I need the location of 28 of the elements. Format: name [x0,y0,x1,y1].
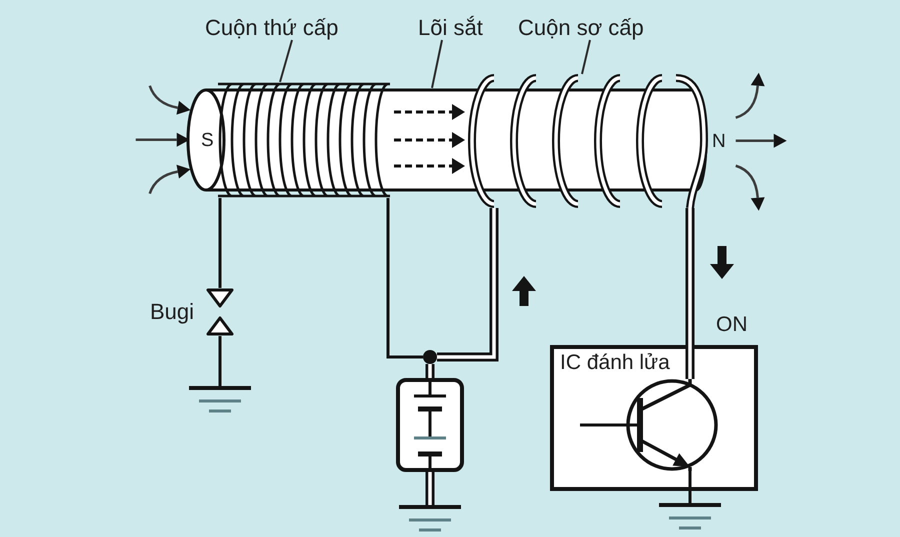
ic-module [550,345,758,491]
part-label: Cuộn thứ cấp [205,16,338,40]
secondary-coil [216,82,392,198]
wire [218,336,222,386]
wire [218,198,222,288]
junction-dot [423,350,437,364]
transistor-symbol [580,379,720,471]
leader-line [279,40,293,82]
component-title: IC đánh lửa [560,351,670,375]
leader-line [431,40,443,88]
part-label: Lõi sắt [418,16,483,40]
part-label: Cuộn sơ cấp [518,16,644,40]
battery-symbol [396,378,464,472]
wire [386,198,423,358]
ground-symbol [659,503,721,531]
wire [426,364,434,378]
ground-symbol [189,386,251,414]
component-label: Bugi [150,300,194,324]
primary-coil [466,74,710,208]
pole-label: N [712,130,726,154]
wire [686,208,694,379]
wire [688,471,692,503]
ground-symbol [399,505,461,533]
leader-line [581,40,591,74]
wire [426,472,434,505]
state-label: ON [716,313,748,337]
pole-label: S [201,129,214,153]
wire [437,208,498,362]
